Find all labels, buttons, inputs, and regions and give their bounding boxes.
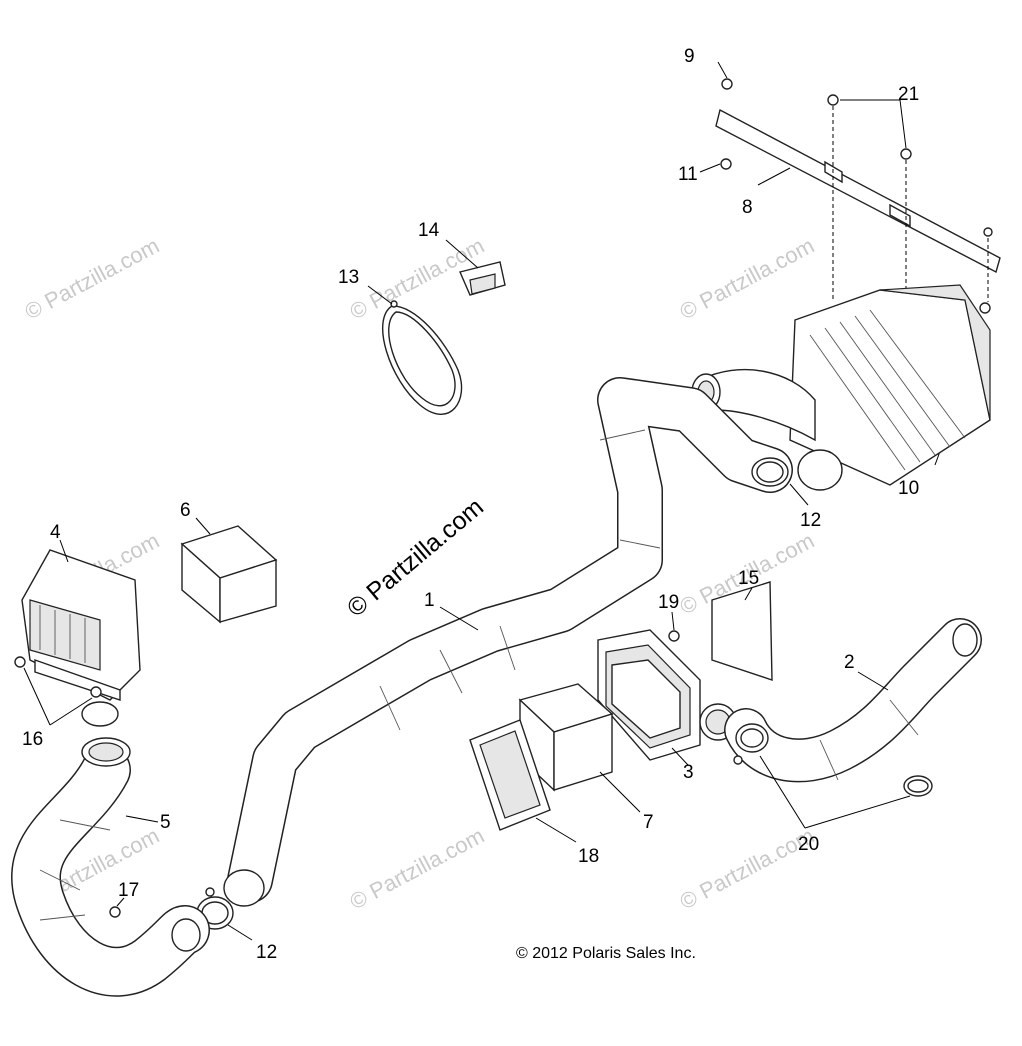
outlet-hose (724, 618, 982, 783)
callout-label: 21 (898, 84, 919, 105)
intake-hose (223, 377, 793, 907)
filter-element (518, 683, 641, 813)
callout-label: 7 (643, 812, 654, 833)
callout-label: 12 (800, 510, 821, 531)
watermark: © Partzilla.com (676, 233, 819, 325)
callout-label: 5 (160, 812, 171, 833)
callout-label: 15 (738, 568, 759, 589)
callout-label: 3 (683, 762, 694, 783)
watermark: © Partzilla.com (676, 823, 819, 915)
callout-label: 1 (424, 590, 435, 611)
copyright-notice: © 2012 Polaris Sales Inc. (516, 945, 696, 962)
callout-label: 8 (742, 197, 753, 218)
gasket-frame (469, 719, 577, 843)
callout-label: 4 (50, 522, 61, 543)
callout-label: 13 (338, 267, 359, 288)
watermark: © Partzilla.com (21, 233, 164, 325)
callout-label: 14 (418, 220, 440, 241)
outlet-hose-clamps (733, 723, 933, 829)
bracket-fasteners (699, 61, 993, 466)
callout-label: 12 (256, 942, 277, 963)
mounting-bracket (715, 108, 1001, 274)
callout-label: 20 (798, 834, 819, 855)
callout-label: 11 (678, 164, 698, 185)
gasket-sheet (711, 581, 773, 681)
hose-clamp-upper (751, 457, 809, 506)
loop-clamp (367, 285, 463, 415)
watermark: © Partzilla.com (346, 823, 489, 915)
air-box-assembly (691, 284, 991, 491)
callout-label: 19 (658, 592, 679, 613)
watermark-center: © Partzilla.com (342, 493, 489, 623)
clip (445, 239, 506, 296)
intake-box (21, 539, 141, 727)
filter-housing (597, 629, 737, 766)
housing-screw (668, 611, 680, 642)
callout-label: 16 (22, 729, 43, 750)
intake-box-fasteners (14, 656, 102, 726)
callout-label: 17 (118, 880, 139, 901)
callout-label: 6 (180, 500, 191, 521)
callout-label: 18 (578, 846, 599, 867)
foam-block (180, 517, 278, 624)
duct-screw (109, 897, 125, 918)
callout-label: 9 (684, 46, 695, 67)
callout-label: 2 (844, 652, 855, 673)
callout-label: 10 (898, 478, 919, 499)
lower-duct (11, 737, 210, 997)
callout-labels: 1 2 3 4 5 6 7 8 9 10 11 12 12 13 14 15 1… (22, 46, 919, 963)
